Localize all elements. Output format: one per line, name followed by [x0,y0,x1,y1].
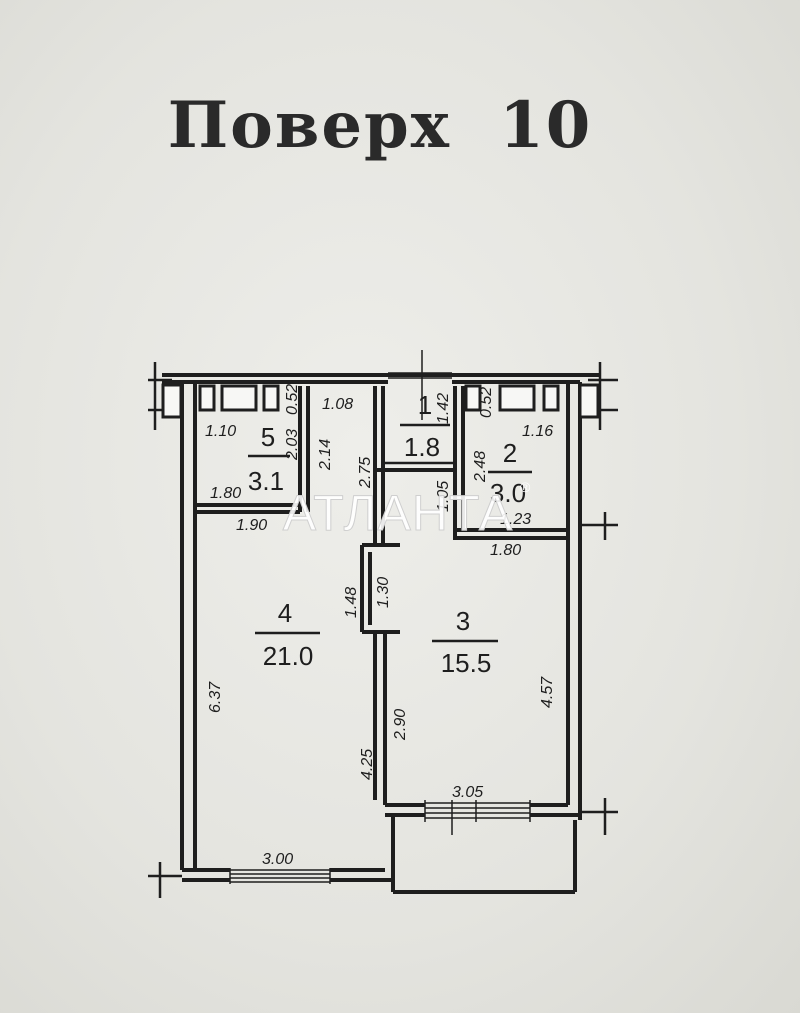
room-5-area: 3.1 [248,466,284,496]
dim-0-52-left: 0.52 [284,384,301,415]
dim-1-08: 1.08 [322,396,353,413]
dim-2-90: 2.90 [392,709,409,741]
watermark-text: АТЛАНТА [283,485,513,541]
dim-1-16: 1.16 [522,423,553,440]
dim-2-14: 2.14 [317,439,334,471]
dim-2-03: 2.03 [284,429,301,461]
room-labels: 5 3.1 1 1.8 2 3.0 4 21.0 3 15.5 [248,390,532,678]
dim-1-30: 1.30 [375,577,392,608]
ventilation-shafts [198,384,560,412]
room-5-number: 5 [261,422,275,452]
outer-walls [162,373,600,894]
room-2-area: 3.0 [490,478,526,508]
windows [229,350,531,884]
dim-4-57: 4.57 [539,676,556,708]
room-2-number: 2 [503,438,517,468]
room-4-area: 21.0 [263,641,314,671]
dim-1-90: 1.90 [236,517,267,534]
dim-2-48: 2.48 [472,451,489,483]
dim-1-48: 1.48 [343,587,360,618]
dim-6-37: 6.37 [207,681,224,713]
dim-bath-small: 1.23 [500,511,531,528]
dim-2-75: 2.75 [357,457,374,489]
dim-3-00: 3.00 [262,851,293,868]
dim-0-52-right: 0.52 [478,387,495,418]
dim-1-10: 1.10 [205,423,236,440]
dimension-labels: 1.10 0.52 2.03 2.14 1.08 2.75 1.42 0.52 … [205,384,556,868]
dim-1-05: 1.05 [435,481,452,512]
room-3-area: 15.5 [441,648,492,678]
dim-3-05: 3.05 [452,784,483,801]
dim-4-25: 4.25 [359,749,376,780]
dim-1-80-left: 1.80 [210,485,241,502]
registered-mark: ® [520,479,531,495]
floor-title: Поверх 10 [167,88,593,163]
wall-end-ticks [148,362,618,898]
watermark: АТЛАНТА ® [282,479,531,542]
dim-1-42: 1.42 [435,393,452,424]
dim-1-80-right: 1.80 [490,542,521,559]
room-4-number: 4 [278,598,292,628]
interior-walls [195,386,568,805]
room-1-number: 1 [418,390,432,420]
room-3-number: 3 [456,606,470,636]
room-1-area: 1.8 [404,432,440,462]
